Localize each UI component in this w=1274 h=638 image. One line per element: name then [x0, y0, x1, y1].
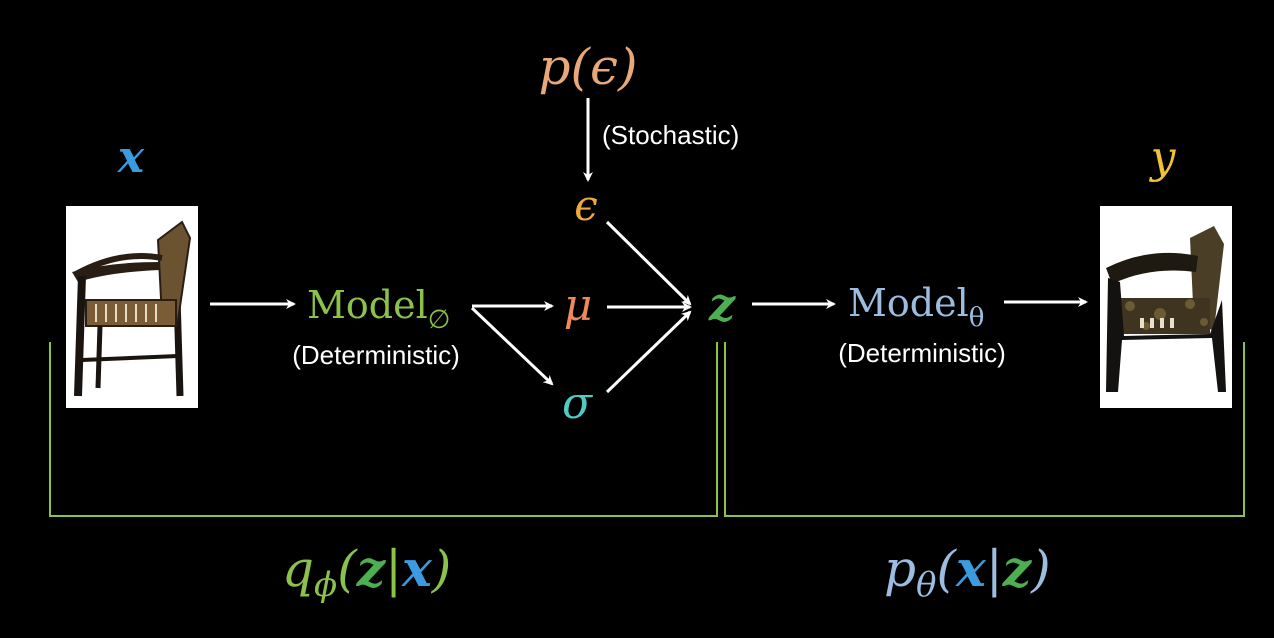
stochastic-label: (Stochastic)	[602, 120, 739, 150]
encoder-bracket	[49, 342, 718, 517]
epsilon-symbol: ϵ	[574, 181, 598, 230]
output-chair-image	[1100, 206, 1232, 408]
decoder-distribution-label: pθ(x|z)	[884, 539, 1051, 605]
reconstructed-chair-icon	[1106, 226, 1226, 392]
encoder-model-label: Model∅	[307, 283, 450, 335]
decoder-model-subscript: θ	[969, 303, 985, 333]
x-label: x	[117, 132, 145, 183]
arrow-sigma-to-z	[605, 310, 692, 394]
encoder-deterministic-label: (Deterministic)	[292, 340, 460, 370]
decoder-model-label: Modelθ	[848, 281, 984, 333]
p-epsilon-label: p(ϵ)	[538, 38, 637, 96]
encoder-distribution-label: qϕ(z|x)	[282, 539, 451, 605]
decoder-bracket	[724, 342, 1245, 517]
wooden-chair-icon	[72, 220, 192, 397]
decoder-deterministic-label: (Deterministic)	[838, 338, 1006, 368]
arrow-encoder-to-sigma	[470, 306, 554, 386]
z-symbol: z	[708, 277, 736, 331]
sigma-symbol: σ	[562, 378, 594, 429]
mu-symbol: μ	[564, 280, 593, 331]
input-chair-image	[66, 206, 198, 408]
y-label: y	[1149, 132, 1177, 183]
arrow-epsilon-to-z	[605, 220, 692, 306]
encoder-model-subscript: ∅	[428, 305, 451, 335]
